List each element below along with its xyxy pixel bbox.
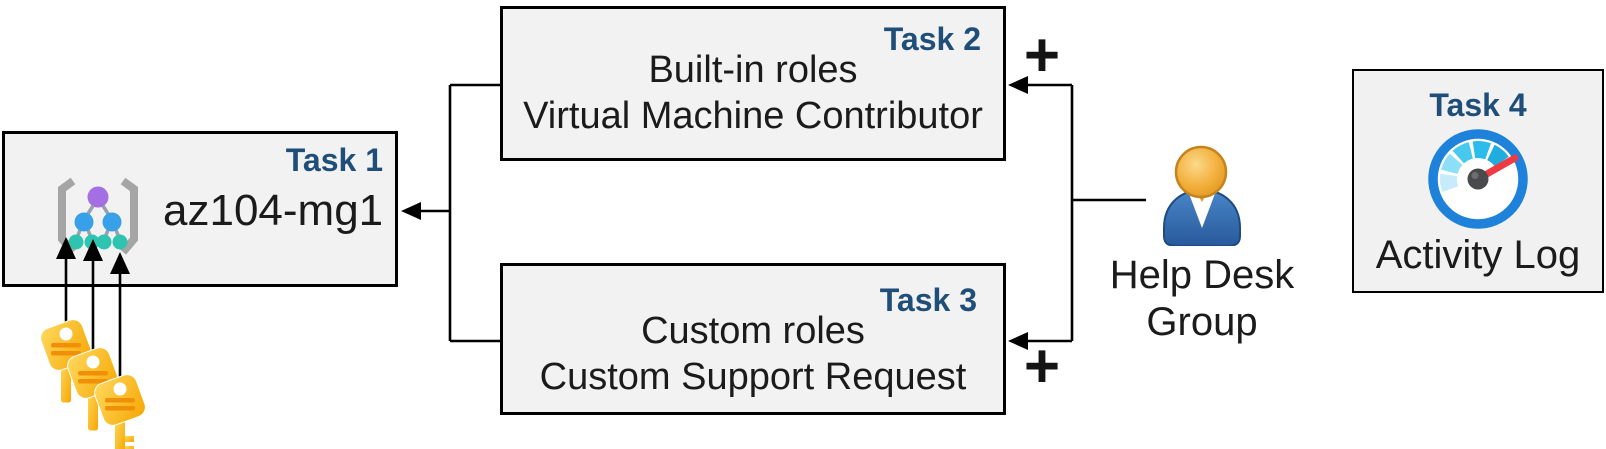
task4-badge: Task 4 xyxy=(1429,87,1527,123)
help-desk-line2: Group xyxy=(1146,300,1258,344)
keys-icon xyxy=(40,319,146,449)
task2-box: Task 2 Built-in roles Virtual Machine Co… xyxy=(500,6,1006,161)
help-desk-label: Help Desk Group xyxy=(1102,252,1302,346)
task2-text: Built-in roles Virtual Machine Contribut… xyxy=(503,47,1003,139)
task1-box: Task 1 az104-mg1 xyxy=(2,131,398,287)
help-desk-line1: Help Desk xyxy=(1109,253,1295,297)
task2-line2: Virtual Machine Contributor xyxy=(523,95,983,137)
plus-icon-top: + xyxy=(1023,21,1061,90)
task3-badge: Task 3 xyxy=(879,282,977,318)
management-group-icon xyxy=(58,178,138,255)
key-3 xyxy=(94,374,146,449)
task1-name-label: az104-mg1 xyxy=(163,186,384,235)
task4-caption: Activity Log xyxy=(1375,233,1581,277)
task4-box: Task 4 Activity Log xyxy=(1352,69,1604,293)
plus-icon-bottom: + xyxy=(1023,332,1061,401)
task3-text: Custom roles Custom Support Request xyxy=(503,308,1003,400)
task2-line1: Built-in roles xyxy=(648,49,858,91)
task1-badge: Task 1 xyxy=(285,142,383,178)
task2-badge: Task 2 xyxy=(883,21,981,57)
task3-line1: Custom roles xyxy=(641,310,865,352)
gauge-icon xyxy=(1428,129,1528,229)
task3-box: Task 3 Custom roles Custom Support Reque… xyxy=(500,263,1006,415)
person-icon xyxy=(1163,145,1241,246)
task3-line2: Custom Support Request xyxy=(539,356,967,398)
